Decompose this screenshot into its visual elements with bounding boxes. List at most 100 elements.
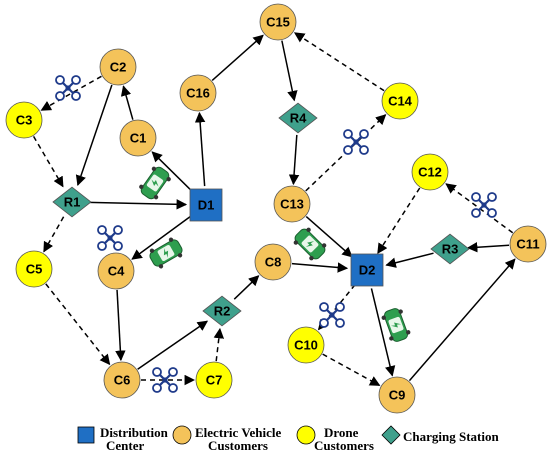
node-label: C15 [266, 15, 290, 30]
node-label: C4 [108, 264, 125, 279]
edge-r3-to-d2 [385, 252, 434, 268]
edge-d1-to-c16 [194, 111, 206, 187]
node-label: C6 [114, 373, 131, 388]
drone-customer-circle [287, 326, 325, 364]
node-label: D2 [359, 263, 376, 278]
node-c12: C12 [411, 153, 449, 191]
node-c3: C3 [5, 101, 43, 139]
node-label: C14 [388, 94, 413, 109]
drone-icon [342, 128, 370, 156]
edge-c2-to-c3 [40, 75, 102, 111]
node-c7: C7 [195, 361, 233, 399]
node-label: C5 [26, 262, 43, 277]
node-label: R4 [290, 111, 307, 126]
node-c8: C8 [254, 243, 292, 281]
legend-ev-swatch [172, 425, 192, 445]
node-label: C9 [389, 388, 406, 403]
node-label: C1 [130, 131, 147, 146]
edge-r1-to-c5 [43, 216, 65, 253]
edges-layer [32, 32, 516, 387]
icons-layer [54, 74, 498, 394]
node-r2: R2 [202, 295, 242, 327]
edge-c6-to-r2 [137, 320, 209, 370]
edge-r2-to-c8 [233, 275, 260, 300]
drone-icon [151, 366, 179, 394]
node-label: C16 [186, 86, 210, 101]
edge-r1-to-d1 [88, 199, 188, 210]
edge-c16-to-c15 [211, 34, 264, 81]
charging-station-diamond [202, 295, 242, 327]
node-d2: D2 [350, 253, 384, 287]
depot-square [350, 253, 384, 287]
node-label: R3 [442, 242, 459, 257]
legend-depot-line1: Distribution [100, 425, 169, 440]
edge-c3-to-r1 [32, 136, 64, 188]
node-c13: C13 [273, 185, 311, 223]
node-c16: C16 [179, 74, 217, 112]
ev-customer-circle [254, 243, 292, 281]
edge-c7-to-r2 [213, 327, 225, 362]
edge-r4-to-c13 [288, 134, 300, 186]
legend-station-swatch [381, 425, 401, 445]
node-c5: C5 [15, 250, 53, 288]
electric-vehicle-icon [290, 224, 330, 264]
edge-c4-to-c6 [115, 289, 126, 362]
node-c1: C1 [119, 119, 157, 157]
legend-ev-line2: Customers [208, 438, 268, 453]
edge-c15-to-r4 [281, 40, 298, 102]
node-label: C8 [265, 255, 282, 270]
charging-station-diamond [278, 102, 318, 134]
drone-customer-circle [15, 250, 53, 288]
legend-station: Charging Station [381, 425, 499, 445]
node-r1: R1 [52, 186, 92, 218]
node-c11: C11 [509, 225, 547, 263]
edge-c11-to-c12 [445, 183, 514, 234]
edge-c5-to-c6 [45, 283, 111, 366]
edge-c14-to-c15 [293, 32, 385, 92]
node-d1: D1 [189, 188, 223, 222]
ev-customer-circle [99, 48, 137, 86]
drone-icon [96, 224, 124, 252]
drone-customer-circle [411, 153, 449, 191]
node-c10: C10 [287, 326, 325, 364]
drone-icon [54, 74, 82, 102]
legend: Distribution Center Electric Vehicle Cus… [77, 425, 499, 453]
legend-drone-line1: Drone [324, 425, 359, 440]
edge-c11-to-r3 [466, 242, 510, 253]
node-label: C2 [110, 60, 127, 75]
ev-customer-circle [273, 185, 311, 223]
ev-customer-circle [179, 74, 217, 112]
node-label: D1 [198, 198, 215, 213]
ev-customer-circle [378, 376, 416, 414]
node-c14: C14 [381, 82, 419, 120]
electric-vehicle-icon [136, 162, 174, 204]
node-label: C11 [516, 237, 539, 252]
edge-c10-to-c9 [322, 353, 381, 387]
node-c9: C9 [378, 376, 416, 414]
edge-c9-to-c11 [408, 258, 516, 382]
depot-square [189, 188, 223, 222]
edge-d1-to-c4 [131, 215, 192, 260]
electric-vehicle-icon [146, 234, 186, 272]
drone-customer-circle [381, 82, 419, 120]
legend-depot-line2: Center [106, 438, 144, 453]
legend-depot-swatch [77, 426, 95, 444]
legend-depot: Distribution Center [77, 425, 169, 453]
node-c4: C4 [97, 252, 135, 290]
legend-drone-swatch [296, 425, 316, 445]
node-label: C10 [294, 338, 318, 353]
ev-customer-circle [103, 361, 141, 399]
legend-station-line1: Charging Station [403, 429, 499, 444]
node-label: C3 [16, 113, 33, 128]
drone-customer-circle [195, 361, 233, 399]
ev-customer-circle [259, 3, 297, 41]
ev-customer-circle [119, 119, 157, 157]
node-label: R1 [64, 195, 81, 210]
node-label: C12 [418, 165, 442, 180]
node-label: C13 [280, 197, 304, 212]
edge-c12-to-d2 [377, 187, 421, 255]
charging-station-diamond [52, 186, 92, 218]
edge-c2-to-r1 [75, 84, 113, 186]
